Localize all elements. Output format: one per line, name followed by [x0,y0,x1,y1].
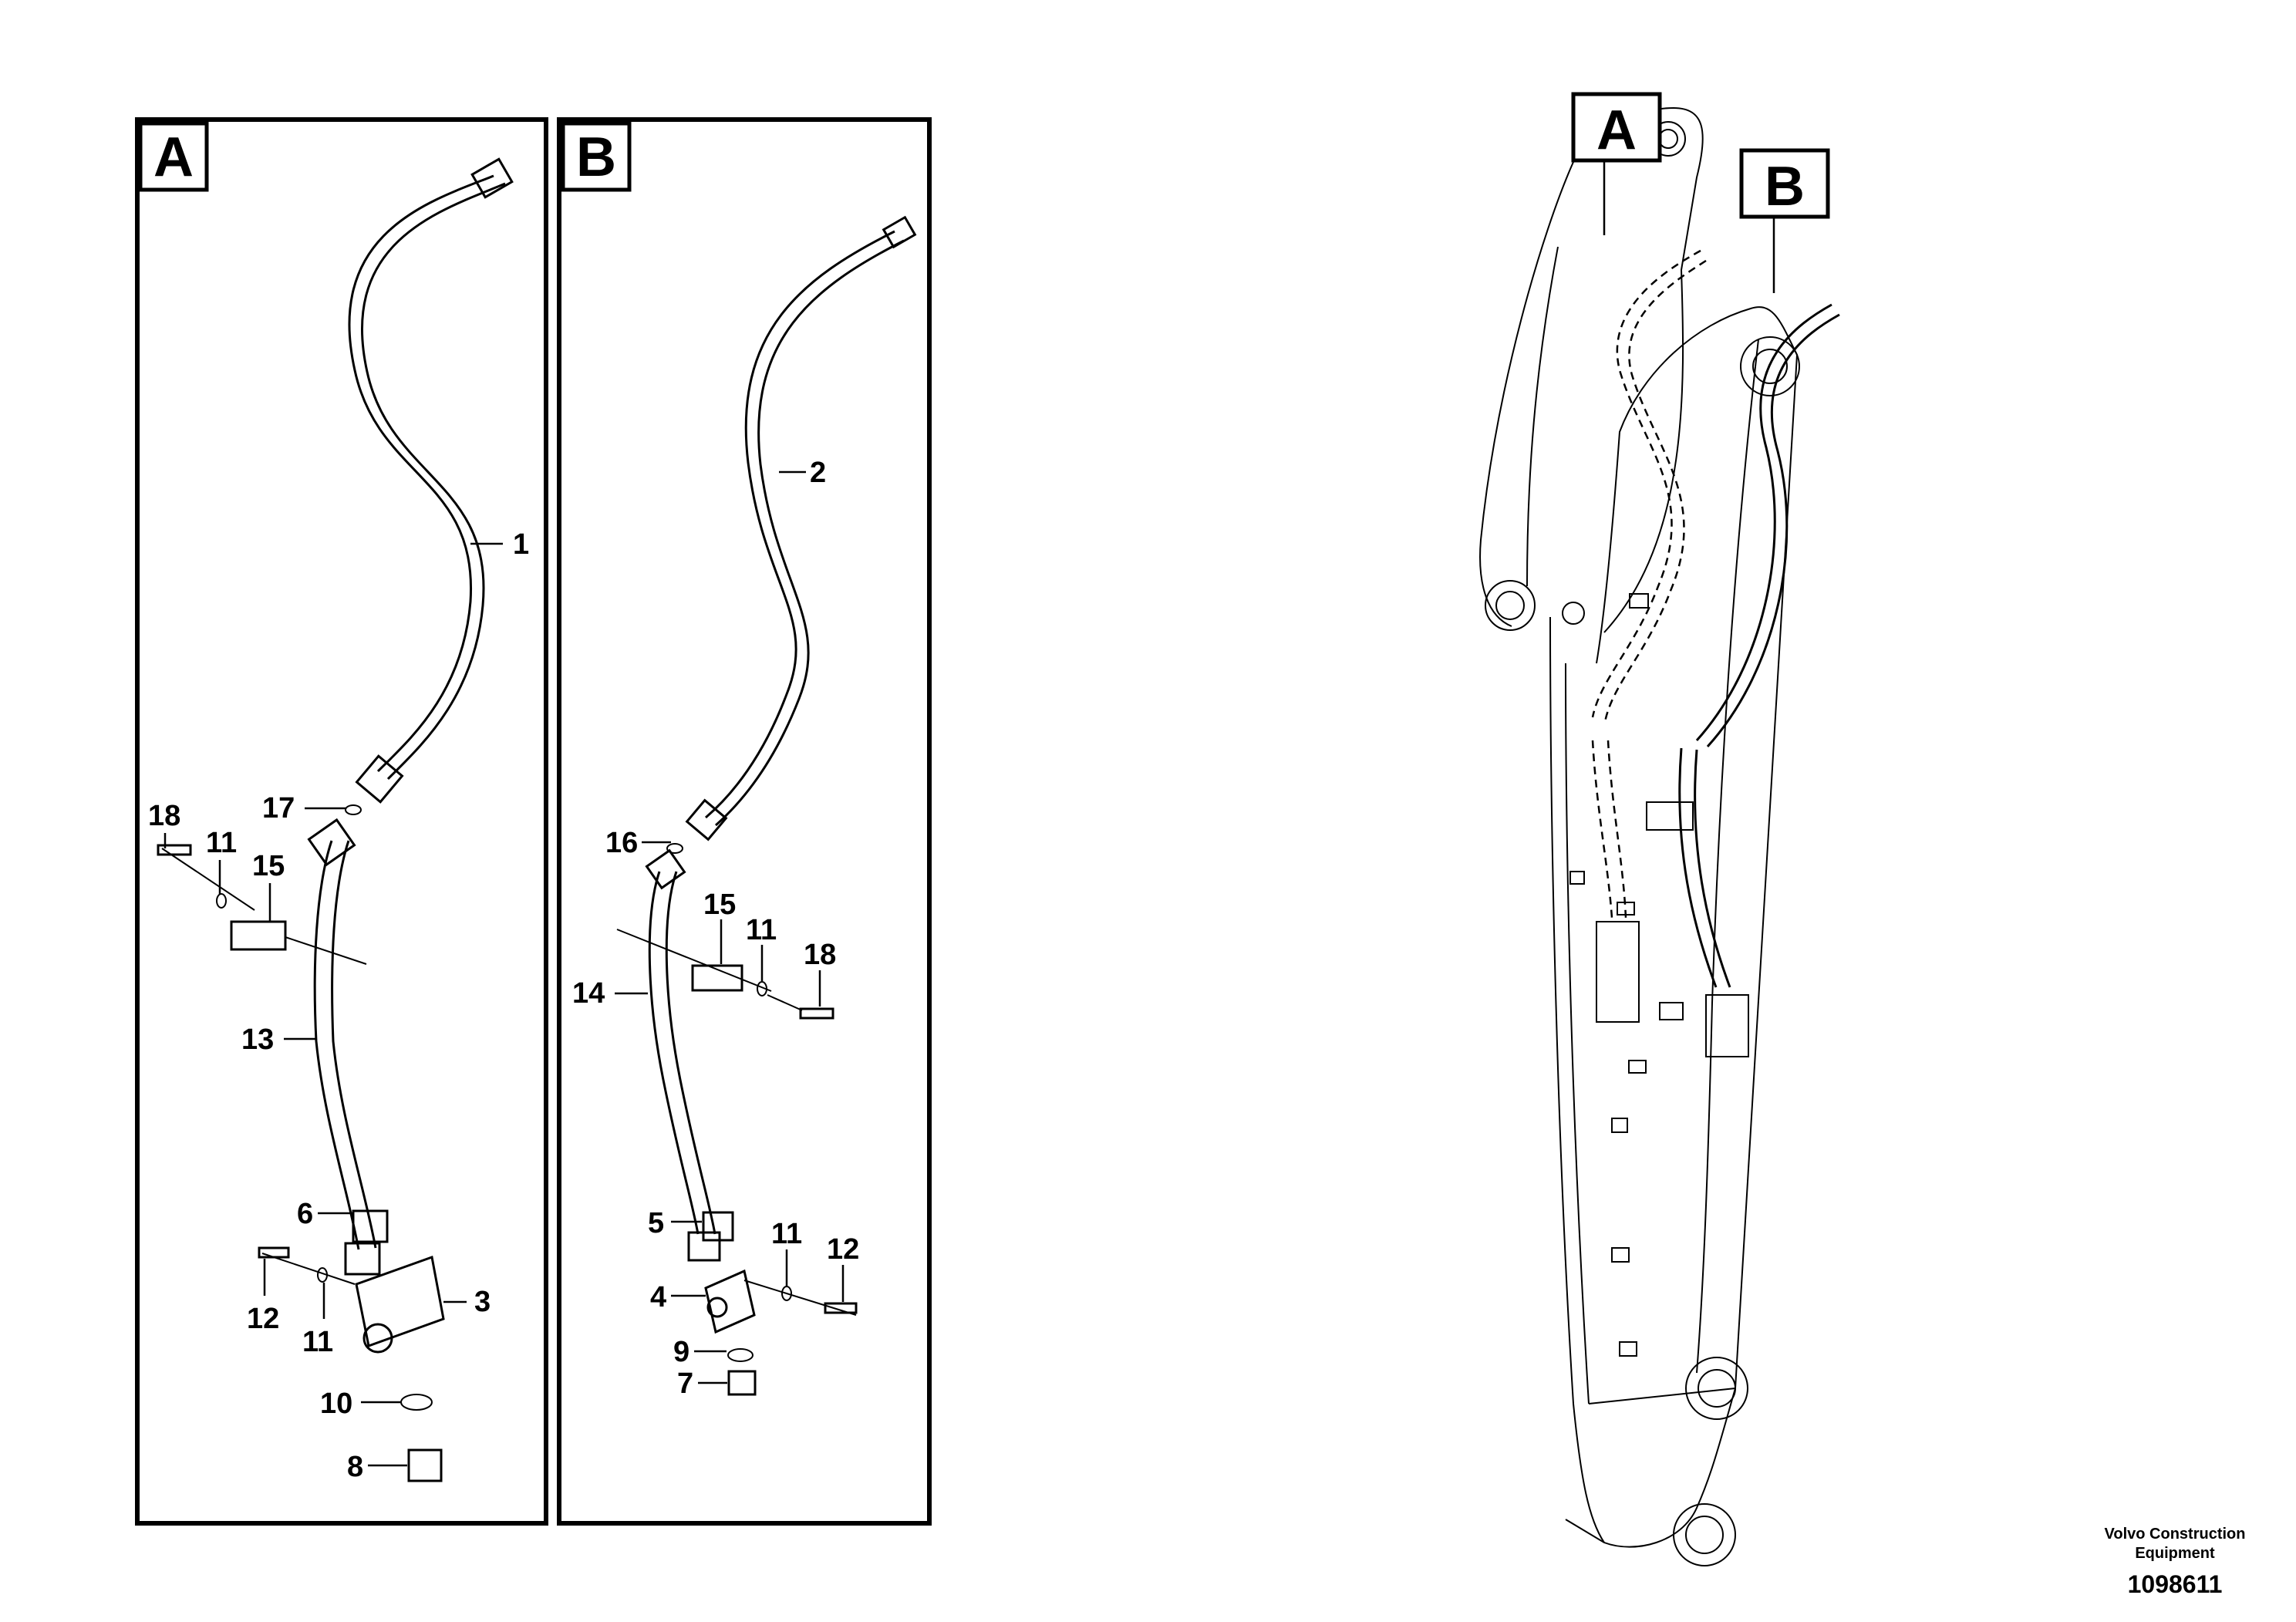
label-11-b: 11 [746,914,777,946]
label-13: 13 [241,1023,274,1056]
label-18: 18 [148,800,180,832]
boom-right-edge [1565,306,1799,1548]
bolt-18-b [799,1007,834,1020]
overview-valve-b [1705,994,1749,1057]
label-3: 3 [474,1286,491,1318]
label-2: 2 [810,457,826,489]
brand-line1: Volvo Construction [2105,1526,2246,1543]
hidden-hose-a [1591,249,1701,718]
o-ring-17 [345,804,362,815]
o-ring-10 [400,1394,433,1411]
label-15-b: 15 [703,889,736,921]
elbow-fitting-b [645,848,686,890]
plug-7 [727,1370,757,1396]
washer-11-lower [317,1267,328,1283]
label-7: 7 [677,1367,693,1400]
panel-a-tag-box [138,121,209,192]
washer-11-b-upper [757,981,767,996]
washer-11-upper [216,893,227,909]
label-11-b2: 11 [771,1218,802,1250]
label-17: 17 [262,792,295,824]
tube-13-nut [344,1242,381,1276]
boom-left-edge [1549,616,1605,1543]
footer: Volvo Construction Equipment 1098611 [2105,1526,2246,1598]
label-11b: 11 [302,1326,333,1358]
panel-b: B [557,117,932,1526]
hose-1-fitting-top [470,157,514,199]
boss-upper-right [1740,336,1800,396]
hose-1-edge [361,182,506,781]
tube-13 [313,840,360,1250]
tube-14 [648,871,700,1235]
bolt-12 [258,1246,290,1259]
hose-2-fitting-bottom [685,798,728,841]
boom-upper-arm [1573,106,1704,633]
doc-number: 1098611 [2128,1570,2223,1598]
boss-bottom [1673,1503,1736,1566]
label-12: 12 [247,1303,279,1335]
overview-clamp [1646,801,1694,831]
hose-1-fitting-bottom [355,754,404,804]
valve-block-4-port [706,1297,728,1318]
hose-1 [348,174,494,773]
label-12-b: 12 [827,1233,859,1266]
panel-b-frame [557,117,932,1526]
bolt-12-b-axis [743,1280,857,1316]
label-8: 8 [347,1451,363,1483]
valve-block-3 [355,1255,445,1348]
boom-arm-back [1479,161,1574,627]
brand-line2: Equipment [2135,1545,2215,1562]
callout-b: B [1765,156,1805,218]
hose-2 [705,230,895,819]
bolt-12-b [824,1302,858,1314]
overview-valve-a [1596,921,1640,1023]
adapter-5 [702,1211,734,1242]
hose-2-fitting-top [882,215,917,249]
label-4: 4 [650,1281,666,1313]
label-1: 1 [513,528,529,561]
boom-overview: A B [1479,92,1840,1566]
label-18-b: 18 [804,939,836,971]
visible-hose-b [1695,303,1832,742]
clamp-15-axis [285,936,367,965]
plug-8 [407,1448,443,1482]
elbow-fitting [307,818,356,867]
label-9: 9 [673,1336,689,1368]
bolt-18 [157,844,192,856]
hose-2-edge [715,239,905,827]
clamp-15-b [691,964,743,992]
bolt-18-axis [161,848,255,911]
valve-block-4 [704,1269,756,1334]
bolt-12-axis [261,1253,356,1285]
label-16: 16 [605,827,638,859]
label-15: 15 [252,850,285,882]
panel-a-tag: A [153,126,194,188]
tube-14-edge [665,871,716,1235]
o-ring-9 [727,1348,754,1362]
label-5: 5 [648,1207,664,1239]
label-11: 11 [206,827,237,859]
callout-a-box [1571,92,1662,163]
clamp-15 [230,920,287,951]
label-6: 6 [297,1198,313,1230]
boss-left [1485,580,1536,631]
clamp-b-axis [616,929,772,992]
tube-13-edge [331,840,377,1249]
boss-lower [1685,1357,1748,1420]
o-ring-16 [666,843,683,854]
label-10: 10 [320,1388,352,1420]
callout-a: A [1596,99,1637,161]
adapter-6 [352,1209,389,1243]
panel-a-frame [135,117,548,1526]
callout-b-box [1739,148,1830,219]
panel-a: A [135,117,548,1526]
panel-b-tag: B [576,126,616,188]
valve-block-3-port [362,1323,393,1354]
panel-b-tag-box [561,121,632,192]
label-14: 14 [572,977,605,1010]
